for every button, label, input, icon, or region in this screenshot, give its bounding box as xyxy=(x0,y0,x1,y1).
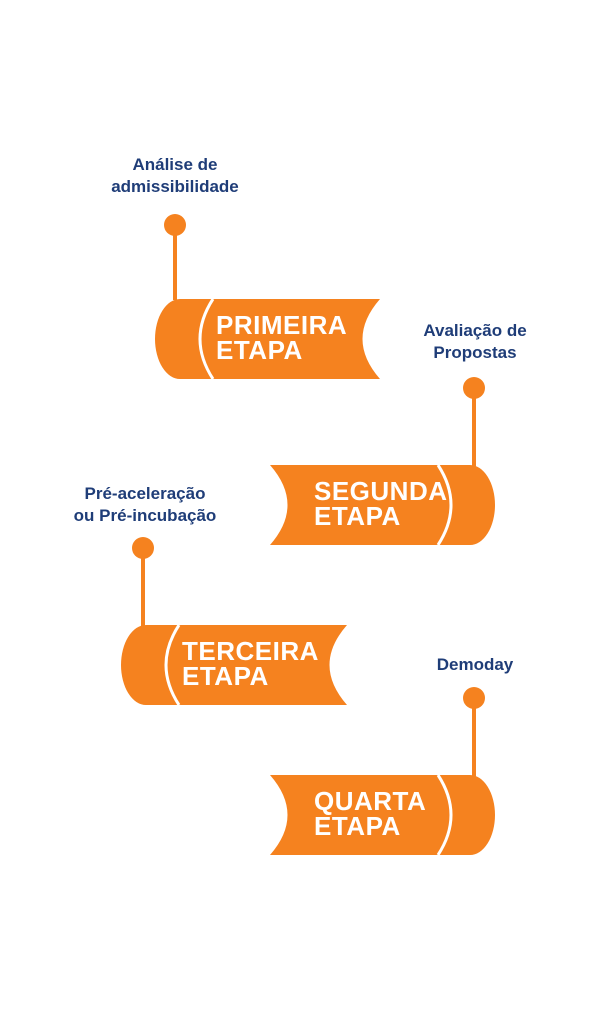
step-label-2-line1: Avaliação de xyxy=(423,321,527,340)
stage-text-2: SEGUNDA ETAPA xyxy=(314,476,448,531)
stage-1-line1: PRIMEIRA xyxy=(216,310,348,340)
connector-dot-3 xyxy=(132,537,154,559)
stage-2-line2: ETAPA xyxy=(314,501,401,531)
connector-dot-1 xyxy=(164,214,186,236)
connector-dot-4 xyxy=(463,687,485,709)
stage-4-line1: QUARTA xyxy=(314,786,427,816)
stage-text-3: TERCEIRA ETAPA xyxy=(182,636,319,691)
stage-banner-1 xyxy=(155,298,380,380)
stage-text-1: PRIMEIRA ETAPA xyxy=(216,310,348,365)
stage-banner-2 xyxy=(270,464,495,546)
step-label-3-line2: ou Pré-incubação xyxy=(73,506,217,525)
step-label-2: Avaliação de Propostas xyxy=(400,320,550,364)
stage-4-line2: ETAPA xyxy=(314,811,401,841)
step-label-3-line1: Pré-aceleração xyxy=(84,484,206,503)
step-label-4-line1: Demoday xyxy=(436,655,514,674)
stage-banner-4 xyxy=(270,774,495,856)
stage-banner-3 xyxy=(121,624,347,706)
stage-2-line1: SEGUNDA xyxy=(314,476,448,506)
stage-text-4: QUARTA ETAPA xyxy=(314,786,427,841)
step-label-4: Demoday xyxy=(415,654,535,676)
connector-dot-2 xyxy=(463,377,485,399)
stage-1-line2: ETAPA xyxy=(216,335,303,365)
step-label-3: Pré-aceleração ou Pré-incubação xyxy=(45,483,245,527)
step-label-1-line1: Análise de xyxy=(132,155,218,174)
step-label-2-line2: Propostas xyxy=(433,343,517,362)
stage-3-line1: TERCEIRA xyxy=(182,636,319,666)
stage-3-line2: ETAPA xyxy=(182,661,269,691)
step-label-1-line2: admissibilidade xyxy=(111,177,239,196)
step-label-1: Análise de admissibilidade xyxy=(95,154,255,198)
